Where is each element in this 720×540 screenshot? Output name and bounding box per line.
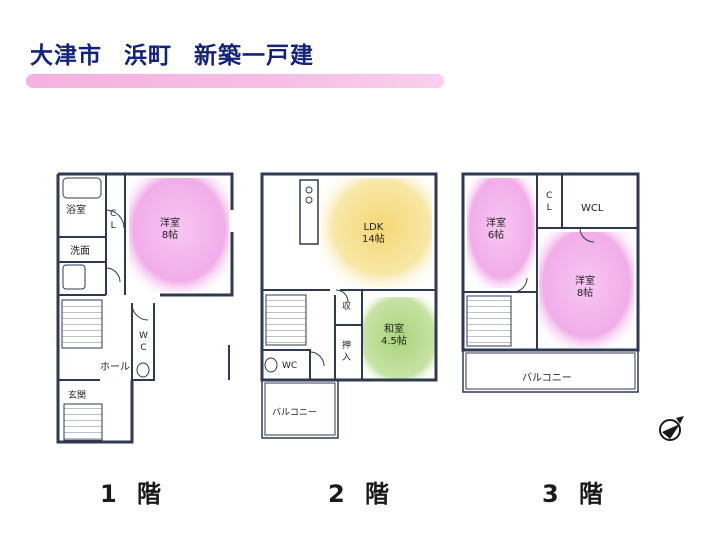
f2-wc-label: WC [282,361,298,371]
floor-1-plan [56,172,234,444]
f1-genkan-label: 玄関 [68,391,87,401]
f2-washitsu-fill [362,297,436,379]
floor-1-label: 1 階 [100,480,168,508]
f3-balcony-label: バルコニー [522,373,572,384]
floor-2-label: 2 階 [328,480,396,508]
page-title: 大津市浜町新築一戸建 [30,36,336,70]
f1-yokushitsu-label: 浴室 [66,205,86,216]
f3-wcl-label: WCL [581,203,604,214]
f1-hall-label: ホール [100,362,130,373]
f2-balcony-label: バルコニー [272,408,317,418]
title-town: 浜町 [124,43,172,69]
f2-oshiire-label: 押入 [342,341,352,363]
f2-ldk-fill [320,178,432,288]
title-underline [26,74,444,88]
title-city: 大津市 [30,43,102,69]
floor-3-plan [461,172,640,393]
f1-senmen-label: 洗面 [70,246,90,257]
floor-3-label: 3 階 [542,480,610,508]
f3-yoshitsu6-fill [467,178,535,288]
f1-yoshitsu-fill [129,178,229,292]
compass-icon [659,416,684,441]
floor-2-plan [260,172,438,439]
f2-shu-label: 収 [342,302,352,312]
title-type: 新築一戸建 [194,43,314,69]
f3-yoshitsu8-fill [539,232,634,348]
